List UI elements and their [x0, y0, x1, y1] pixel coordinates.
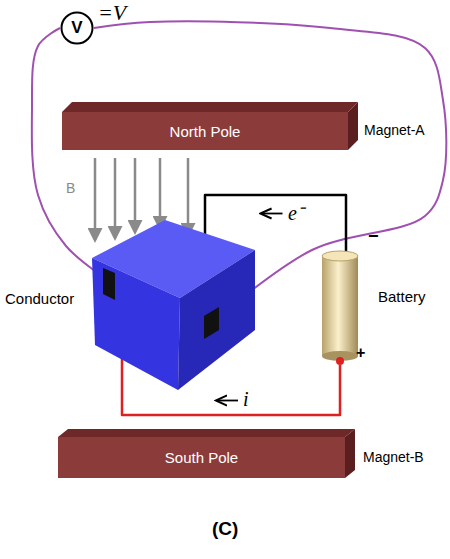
magnet-top [62, 102, 358, 112]
part-name: Battery [378, 288, 426, 305]
electrode [204, 307, 219, 339]
part-name: Conductor [5, 290, 74, 307]
electrode [103, 268, 115, 300]
magnet-south: South PoleMagnet-B [58, 437, 345, 478]
conductor-shape [90, 218, 257, 392]
magnet-name: Magnet-A [364, 122, 425, 138]
wire [205, 195, 346, 252]
field-label: B [66, 180, 75, 196]
terminal-sign: + [356, 344, 365, 362]
conductor-block: Conductor [90, 218, 257, 392]
magnet-end [345, 429, 355, 478]
wire [94, 21, 446, 323]
positive-terminal [336, 357, 344, 365]
reading-label: =V [98, 0, 126, 26]
terminal-sign: − [368, 226, 379, 247]
electron-label: e⁻ [286, 199, 306, 226]
magnet-name: Magnet-B [363, 449, 424, 465]
magnet-top [58, 429, 355, 437]
current-label: i [241, 388, 251, 411]
magnet-end [348, 102, 358, 150]
magnet-north: North PoleMagnet-A [62, 112, 348, 150]
direction-arrow [217, 400, 238, 402]
meter-circle [60, 11, 94, 45]
figure-caption: (C) [212, 518, 238, 540]
voltmeter: V [60, 11, 94, 45]
field-arrows [95, 158, 188, 240]
direction-arrow [262, 213, 283, 215]
battery-cell [318, 248, 362, 368]
wire [122, 355, 340, 415]
pole-name: South Pole [165, 449, 238, 466]
wire [32, 28, 109, 281]
battery: Battery [318, 248, 362, 368]
meter-symbol: V [71, 18, 82, 38]
pole-name: North Pole [170, 123, 241, 140]
